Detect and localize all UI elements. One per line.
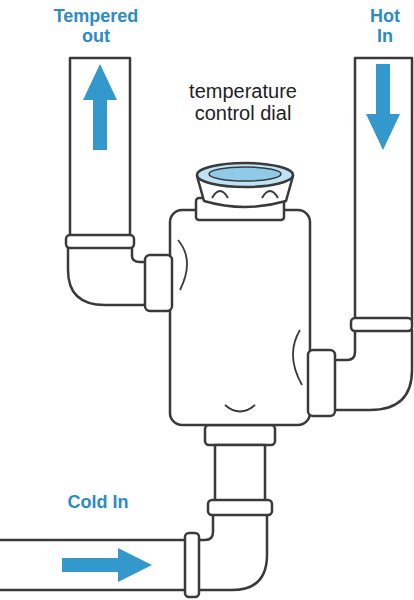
pipe-coupling <box>66 235 134 248</box>
valve-collar <box>205 425 275 445</box>
body-contour <box>178 240 302 412</box>
dial-label: temperature control dial <box>168 80 318 125</box>
valve-socket <box>308 350 335 416</box>
valve-socket <box>145 255 172 311</box>
pipe-coupling <box>208 500 272 515</box>
flow-arrow <box>62 548 152 582</box>
flow-label: Hot In <box>362 6 408 46</box>
cold-pipe <box>0 540 189 590</box>
pipe-coupling <box>351 318 412 331</box>
valve-neck <box>215 445 265 503</box>
hot-pipe <box>355 58 412 320</box>
dial-top <box>197 163 293 187</box>
outlet-elbow <box>68 247 152 305</box>
pipe-coupling <box>185 533 199 597</box>
flow-label: Cold In <box>43 492 153 512</box>
flow-label: Tempered out <box>48 6 144 46</box>
outlet-pipe <box>70 58 130 240</box>
dial-face <box>209 167 281 181</box>
valve-body <box>170 210 310 425</box>
flow-arrow <box>83 64 117 150</box>
dial-grip <box>212 191 278 198</box>
flow-arrow <box>366 64 400 150</box>
cold-elbow <box>195 514 267 590</box>
